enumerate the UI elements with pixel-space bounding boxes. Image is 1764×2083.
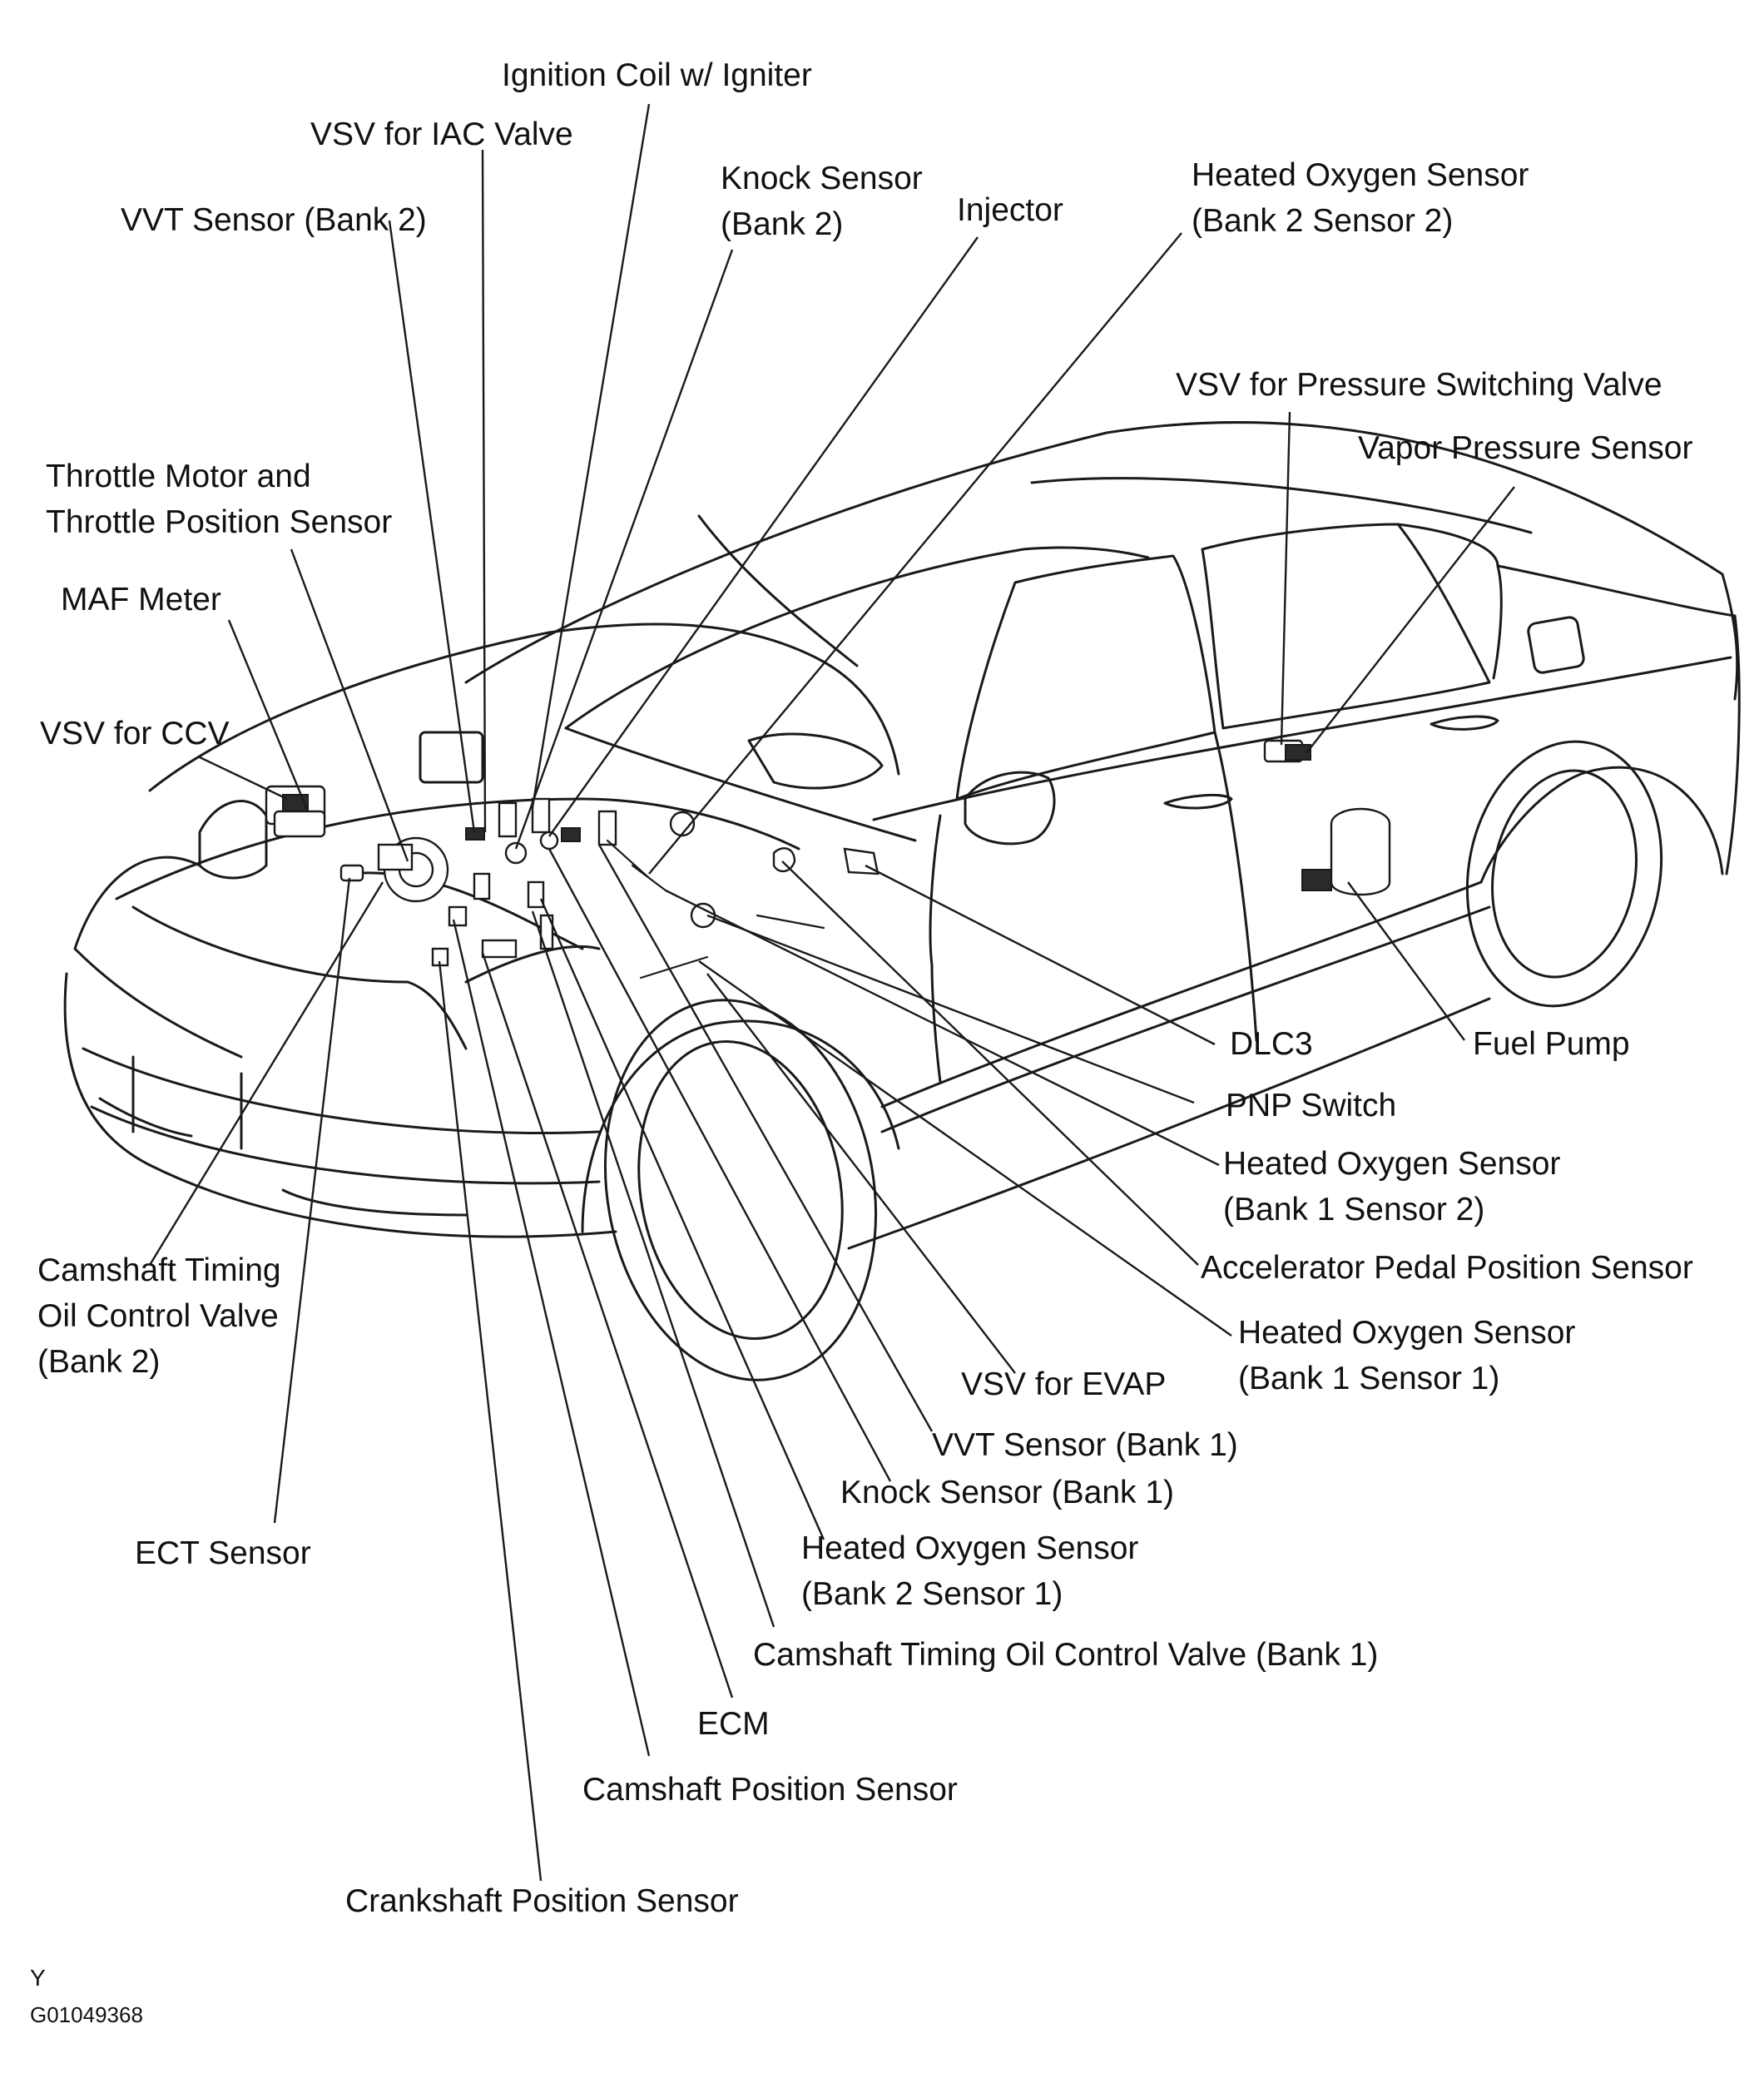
label-cam-ocv-bank1: Camshaft Timing Oil Control Valve (Bank … [753, 1637, 1379, 1673]
label-cam-ocv-bank2-line1: Camshaft Timing [37, 1252, 281, 1288]
label-dlc3: DLC3 [1230, 1026, 1313, 1062]
label-ho2s-b1s2-line1: Heated Oxygen Sensor [1223, 1146, 1561, 1182]
label-ho2s-b2s2-line2: (Bank 2 Sensor 2) [1192, 203, 1454, 239]
label-knock-sensor-bank2-line1: Knock Sensor [721, 161, 923, 196]
label-ho2s-b1s1-line2: (Bank 1 Sensor 1) [1238, 1361, 1500, 1396]
label-crankshaft-position: Crankshaft Position Sensor [345, 1883, 739, 1919]
label-ecm: ECM [697, 1706, 770, 1742]
label-cam-ocv-bank2-line3: (Bank 2) [37, 1344, 161, 1380]
leader-lines [148, 103, 1515, 1882]
label-knock-sensor-bank1: Knock Sensor (Bank 1) [840, 1475, 1175, 1510]
label-fuel-pump: Fuel Pump [1473, 1026, 1630, 1062]
label-knock-sensor-bank2-line2: (Bank 2) [721, 206, 844, 242]
label-ho2s-b1s2-line2: (Bank 1 Sensor 2) [1223, 1192, 1485, 1227]
label-vsv-evap: VSV for EVAP [961, 1366, 1167, 1402]
label-pnp-switch: PNP Switch [1226, 1088, 1397, 1123]
label-ect-sensor: ECT Sensor [135, 1535, 311, 1571]
figure-mark: Y [30, 1965, 46, 1991]
label-vapor-pressure-sensor: Vapor Pressure Sensor [1358, 430, 1693, 466]
label-throttle-line1: Throttle Motor and [46, 459, 311, 494]
label-vsv-pressure-switching: VSV for Pressure Switching Valve [1176, 367, 1662, 403]
label-accelerator-pedal-position: Accelerator Pedal Position Sensor [1201, 1250, 1693, 1286]
label-vsv-ccv: VSV for CCV [40, 716, 230, 751]
figure-code: G01049368 [30, 2002, 143, 2027]
label-vvt-sensor-bank1: VVT Sensor (Bank 1) [932, 1427, 1238, 1463]
label-vsv-iac: VSV for IAC Valve [310, 117, 573, 152]
label-ignition-coil: Ignition Coil w/ Igniter [502, 57, 812, 93]
label-camshaft-position: Camshaft Position Sensor [582, 1772, 958, 1808]
label-ho2s-b2s2-line1: Heated Oxygen Sensor [1192, 157, 1529, 193]
label-throttle-line2: Throttle Position Sensor [46, 504, 393, 540]
label-injector: Injector [957, 192, 1063, 228]
car-body-outline [63, 421, 1741, 1381]
label-vvt-sensor-bank2: VVT Sensor (Bank 2) [121, 202, 427, 238]
engine-components [265, 739, 1391, 980]
label-maf-meter: MAF Meter [61, 582, 221, 617]
label-cam-ocv-bank2-line2: Oil Control Valve [37, 1298, 279, 1334]
label-ho2s-b1s1-line1: Heated Oxygen Sensor [1238, 1315, 1576, 1351]
label-ho2s-b2s1-line2: (Bank 2 Sensor 1) [801, 1576, 1063, 1612]
label-ho2s-b2s1-line1: Heated Oxygen Sensor [801, 1530, 1139, 1566]
